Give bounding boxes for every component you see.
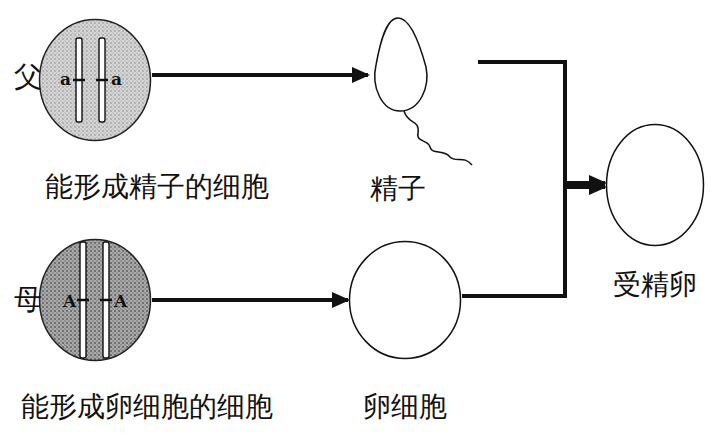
gene-label: A bbox=[63, 293, 76, 310]
sperm-head bbox=[375, 18, 427, 111]
gene-locus bbox=[96, 79, 108, 82]
cell-outline bbox=[348, 240, 462, 360]
arrow-connector bbox=[152, 298, 348, 302]
parent-cell: 能形成精子的细胞 bbox=[38, 18, 152, 142]
cell-body bbox=[40, 20, 151, 141]
zygote-cell: 受精卵 bbox=[605, 123, 705, 247]
arrow-connector bbox=[462, 187, 605, 296]
cell-outline bbox=[38, 18, 152, 142]
arrow-connector bbox=[152, 73, 368, 77]
cell-caption: 受精卵 bbox=[613, 268, 697, 302]
arrow-connector bbox=[478, 62, 605, 183]
cell-caption: 能形成卵细胞的细胞 bbox=[21, 390, 273, 424]
cell-body bbox=[40, 240, 151, 361]
parent-label: 父 bbox=[14, 60, 42, 94]
cell-outline bbox=[38, 238, 152, 362]
gene-label: A bbox=[114, 293, 127, 310]
cell-body bbox=[607, 125, 704, 246]
sperm-cell: 精子 bbox=[368, 15, 478, 175]
gene-label: a bbox=[60, 71, 71, 88]
parent-cell: 能形成卵细胞的细胞 bbox=[38, 238, 152, 362]
cell-caption: 精子 bbox=[370, 172, 426, 206]
cell-caption: 能形成精子的细胞 bbox=[45, 170, 269, 204]
gene-locus bbox=[73, 79, 85, 82]
cell-outline bbox=[605, 123, 705, 247]
gene-label: a bbox=[111, 71, 122, 88]
gene-locus bbox=[100, 299, 112, 302]
gene-locus bbox=[77, 299, 89, 302]
parent-label: 母 bbox=[14, 283, 42, 317]
cell-caption: 卵细胞 bbox=[363, 390, 447, 424]
cell-body bbox=[350, 242, 461, 359]
egg-cell: 卵细胞 bbox=[348, 240, 462, 360]
cell-outline bbox=[368, 15, 478, 175]
sperm-tail bbox=[404, 111, 472, 165]
